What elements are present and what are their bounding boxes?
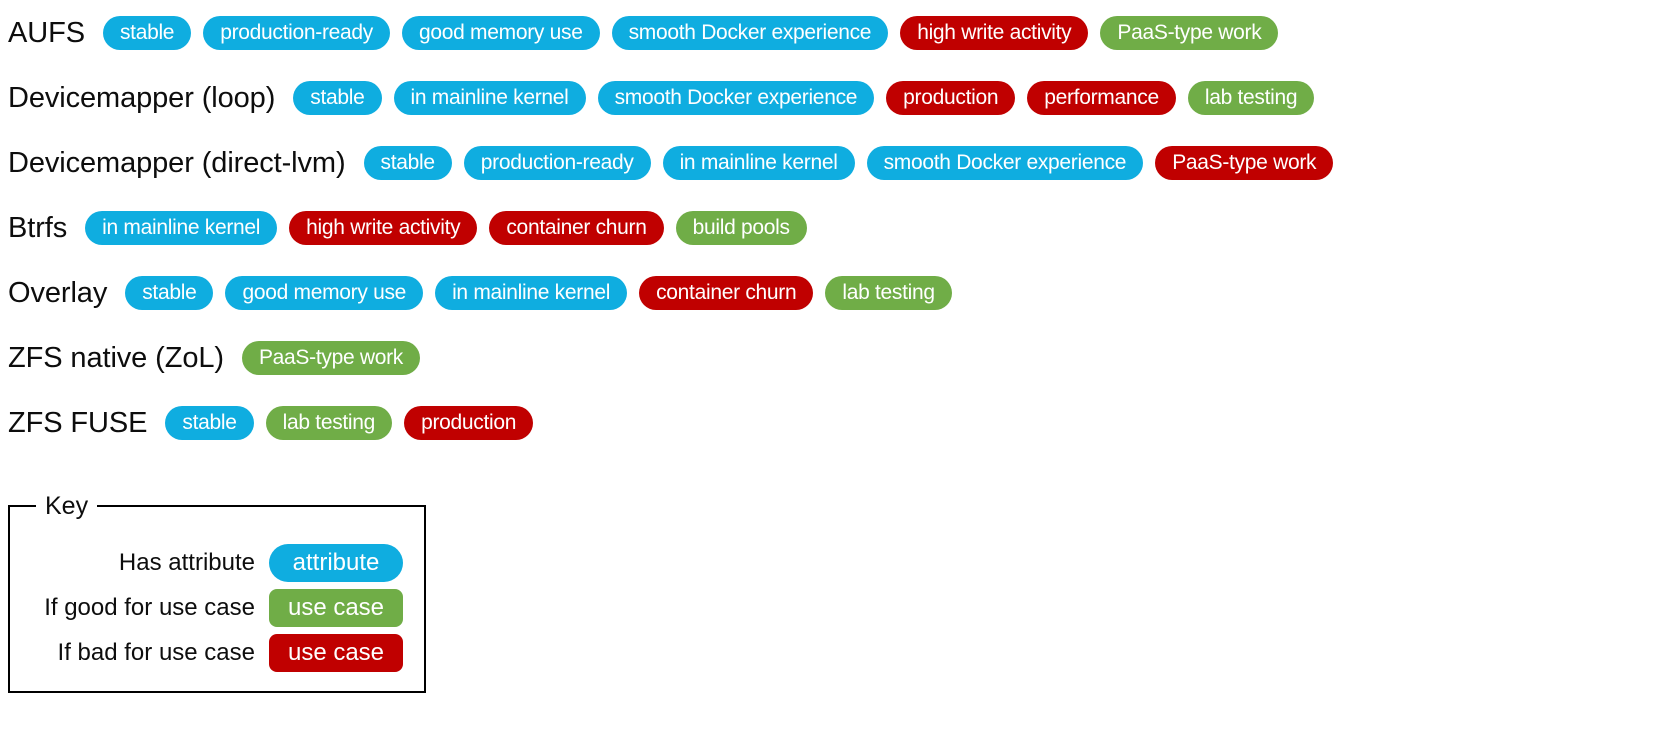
- attribute-badge: production-ready: [463, 145, 651, 180]
- driver-name-label: Btrfs: [8, 211, 68, 244]
- attribute-badge: in mainline kernel: [85, 210, 278, 245]
- key-legend-row: Has attribute attribute: [10, 540, 424, 585]
- driver-row: ZFS native (ZoL) PaaS-type work: [0, 325, 1661, 390]
- bad-use-case-badge: container churn: [639, 275, 814, 310]
- driver-row: Devicemapper (direct-lvm) stable productio…: [0, 130, 1661, 195]
- key-legend-row: If bad for use case use case: [10, 630, 424, 675]
- key-legend-sample-badge: use case: [269, 633, 403, 672]
- driver-badge-group: in mainline kernel high write activity con…: [85, 210, 807, 245]
- bad-use-case-badge: high write activity: [289, 210, 478, 245]
- driver-badge-group: PaaS-type work: [241, 340, 420, 375]
- attribute-badge: in mainline kernel: [393, 80, 586, 115]
- driver-matrix: AUFS stable production-ready good memory us…: [0, 0, 1661, 455]
- good-use-case-badge: PaaS-type work: [1100, 15, 1279, 50]
- attribute-badge: stable: [125, 275, 214, 310]
- bad-use-case-badge: high write activity: [900, 15, 1089, 50]
- driver-row: AUFS stable production-ready good memory us…: [0, 0, 1661, 65]
- key-legend-sample-badge: attribute: [269, 543, 403, 582]
- good-use-case-badge: lab testing: [825, 275, 952, 310]
- attribute-badge: stable: [102, 15, 192, 50]
- bad-use-case-badge: container churn: [489, 210, 664, 245]
- driver-badge-group: stable production-ready in mainline kernel…: [363, 145, 1334, 180]
- good-use-case-badge: PaaS-type work: [241, 340, 420, 375]
- driver-row: Btrfs in mainline kernel high write activi…: [0, 195, 1661, 260]
- attribute-badge: production-ready: [203, 15, 390, 50]
- attribute-badge: stable: [363, 145, 452, 180]
- attribute-badge: stable: [293, 80, 382, 115]
- driver-badge-group: stable in mainline kernel smooth Docker ex…: [293, 80, 1315, 115]
- key-legend-description: If good for use case: [44, 593, 255, 621]
- bad-use-case-badge: production: [886, 80, 1016, 115]
- key-legend-description: If bad for use case: [57, 638, 255, 666]
- attribute-badge: good memory use: [402, 15, 600, 50]
- driver-name-label: Devicemapper (loop): [8, 81, 276, 114]
- key-legend-sample-badge: use case: [269, 588, 403, 627]
- attribute-badge: good memory use: [225, 275, 424, 310]
- bad-use-case-badge: PaaS-type work: [1155, 145, 1334, 180]
- driver-badge-group: stable production-ready good memory use smo…: [102, 15, 1279, 50]
- key-legend-title: Key: [36, 491, 98, 521]
- attribute-badge: smooth Docker experience: [611, 15, 889, 50]
- driver-name-label: Overlay: [8, 276, 108, 309]
- attribute-badge: smooth Docker experience: [866, 145, 1144, 180]
- key-legend-row: If good for use case use case: [10, 585, 424, 630]
- attribute-badge: in mainline kernel: [662, 145, 855, 180]
- good-use-case-badge: lab testing: [1187, 80, 1315, 115]
- driver-badge-group: stable lab testing production: [165, 405, 534, 440]
- driver-row: Overlay stable good memory use in mainline …: [0, 260, 1661, 325]
- good-use-case-badge: lab testing: [265, 405, 393, 440]
- attribute-badge: stable: [165, 405, 254, 440]
- driver-name-label: Devicemapper (direct-lvm): [8, 146, 346, 179]
- driver-badge-group: stable good memory use in mainline kernel c…: [125, 275, 952, 310]
- bad-use-case-badge: performance: [1027, 80, 1176, 115]
- key-legend-description: Has attribute: [118, 548, 255, 576]
- driver-row: ZFS FUSE stable lab testing production: [0, 390, 1661, 455]
- good-use-case-badge: build pools: [675, 210, 807, 245]
- driver-name-label: ZFS native (ZoL): [8, 341, 224, 374]
- attribute-badge: smooth Docker experience: [597, 80, 875, 115]
- bad-use-case-badge: production: [404, 405, 534, 440]
- driver-name-label: AUFS: [8, 16, 85, 49]
- driver-name-label: ZFS FUSE: [8, 406, 148, 439]
- driver-row: Devicemapper (loop) stable in mainline ker…: [0, 65, 1661, 130]
- attribute-badge: in mainline kernel: [435, 275, 628, 310]
